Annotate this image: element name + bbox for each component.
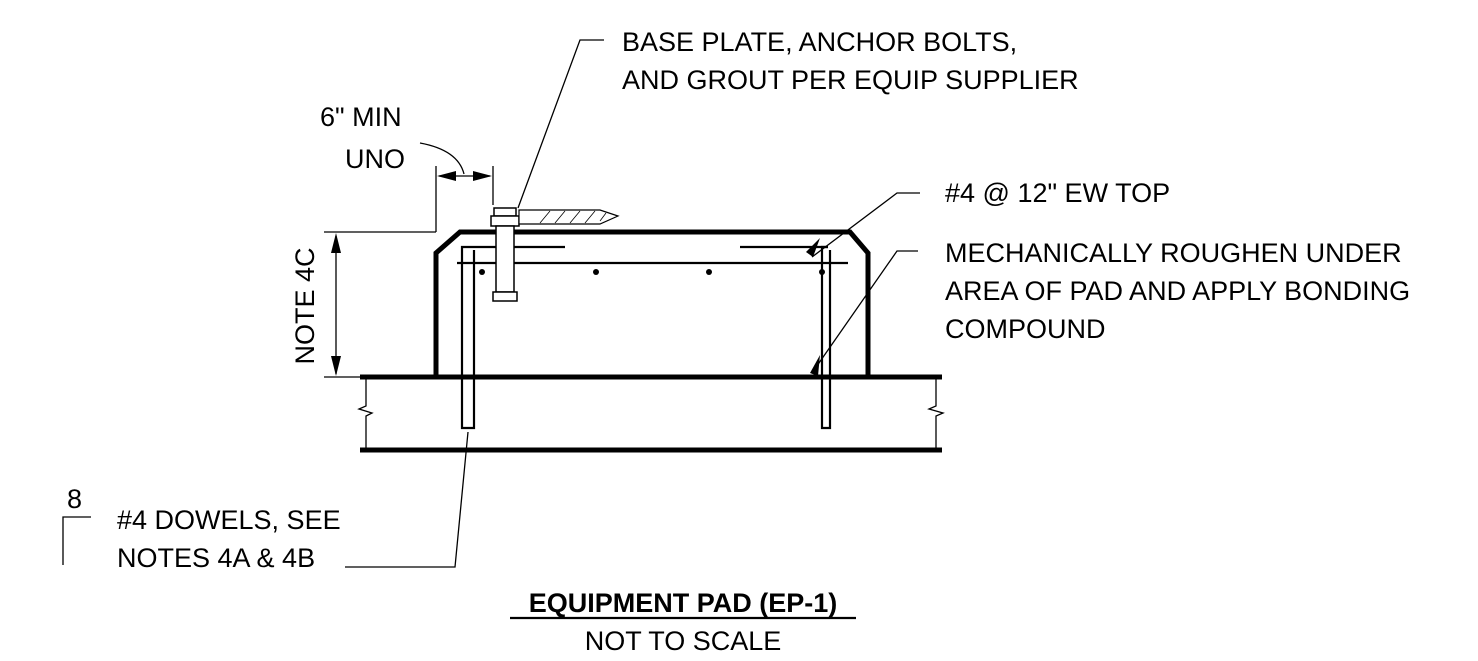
section-reference-number: 8 [67,484,82,514]
existing-slab [357,374,945,453]
dowels-label-line1: #4 DOWELS, SEE [117,505,341,535]
min-label-line2: UNO [345,144,405,174]
rebar-dot [706,269,712,275]
rebar-dot [479,269,485,275]
arrowhead-bottom [331,356,341,376]
base-plate-washer [490,215,520,227]
detail-title-main: EQUIPMENT PAD (EP-1) [529,588,838,618]
dowels-label-line2: NOTES 4A & 4B [117,543,315,573]
detail-title: EQUIPMENT PAD (EP-1) NOT TO SCALE [510,588,856,656]
arrowhead-right [473,171,492,181]
dowel-left [460,245,478,430]
leader-roughen [811,250,918,374]
section-reference: 8 [62,484,91,565]
hatch-line [539,210,551,224]
arrowhead-top [331,233,341,253]
note-4c-label: NOTE 4C [290,247,320,364]
pad-reinforcement [457,245,848,275]
roughen-label-line1: MECHANICALLY ROUGHEN UNDER [945,238,1402,268]
roughen-label-line2: AREA OF PAD AND APPLY BONDING [945,276,1410,306]
arrowhead-left [437,171,456,181]
section-reference-bracket [62,516,91,565]
anchor-bolt-shaft [495,225,515,293]
leader-dowels [345,431,469,568]
leader-arrow-roughen [810,355,820,376]
top-rebar-label: #4 @ 12" EW TOP [945,178,1170,208]
leader-top-rebar [811,192,920,258]
rebar-dot [593,269,599,275]
dowels [460,245,832,430]
min-label-line1: 6" MIN [320,102,402,132]
base-plate-label-line1: BASE PLATE, ANCHOR BOLTS, [622,27,1017,57]
hatch-line [554,210,566,224]
leader-curve [419,142,465,175]
dimension-note-4c: NOTE 4C [290,231,436,378]
leader-arrow-top-rebar [806,238,820,257]
hatch-line [599,212,607,222]
dimension-6in-min: 6" MIN UNO [320,102,494,232]
hatch-line [584,210,596,224]
bolt-nut-top [493,207,517,217]
slab-break-left [357,377,374,450]
slab-break-right [927,377,945,450]
hatch-line [569,210,581,224]
anchor-bolt-nut [492,291,518,302]
anchor-bolt-assembly [490,207,620,302]
leader-base-plate [517,39,604,209]
dowel-right [820,245,832,430]
equipment-pad-outline [433,229,871,377]
roughen-label-line3: COMPOUND [945,314,1106,344]
base-plate-label-line2: AND GROUT PER EQUIP SUPPLIER [622,65,1079,95]
detail-title-scale: NOT TO SCALE [585,626,782,656]
